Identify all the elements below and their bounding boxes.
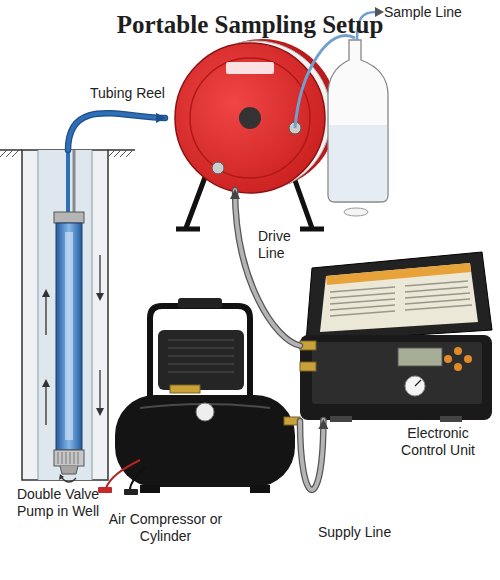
hose-connector — [68, 113, 165, 150]
battery-cable — [106, 460, 140, 488]
case-latch — [330, 416, 352, 422]
reel-foot — [176, 227, 324, 232]
tank-gauge — [196, 403, 214, 421]
device-area: Double Valve Pump in Well — [0, 150, 125, 480]
hose-outline — [235, 190, 300, 346]
hose-outline — [300, 420, 323, 490]
drive-tubing — [73, 150, 76, 214]
hose-connector — [300, 420, 323, 490]
compressor-frame — [150, 306, 250, 405]
reel-badge — [226, 62, 274, 74]
battery-clamp — [124, 489, 138, 495]
sample-tubing — [66, 150, 70, 214]
control-case — [300, 335, 492, 420]
reel-front-flange — [175, 43, 325, 193]
sample-bottle — [328, 40, 388, 202]
control-face — [312, 342, 482, 404]
device-label: Double Valve Pump in Well — [8, 486, 108, 520]
motor-fins — [168, 340, 234, 372]
drive-port — [212, 162, 224, 174]
hose-label: Supply Line — [318, 524, 418, 541]
flow-arrow-head — [96, 408, 104, 416]
pressure-gauge — [405, 376, 425, 396]
well-casing — [38, 150, 92, 480]
tank-foot — [250, 485, 270, 493]
flow-arrow — [99, 370, 100, 410]
screen-slots — [58, 452, 78, 464]
pump-top-fitting — [54, 212, 84, 223]
compressor-tank — [115, 395, 295, 487]
control-button — [454, 363, 462, 371]
gauge-needle — [415, 380, 421, 386]
casing-wall — [38, 150, 39, 480]
reel-hub — [239, 107, 261, 129]
hose-connector — [235, 190, 300, 346]
control-lid — [306, 252, 492, 342]
battery-clamp — [98, 487, 112, 493]
bottle-liquid — [329, 125, 387, 201]
pump-screen — [54, 450, 84, 466]
device-label: Air Compressor or Cylinder — [108, 511, 223, 545]
device-label: Electronic Control Unit — [388, 425, 488, 459]
inlet-arrow — [62, 478, 76, 482]
bottle-cap — [344, 208, 368, 216]
brass-valve — [170, 385, 200, 393]
flow-arrow — [45, 295, 46, 335]
battery-cable — [130, 466, 146, 490]
device-area: Electronic Control Unit — [300, 265, 495, 420]
hose-outline — [68, 113, 165, 150]
control-button — [464, 355, 472, 363]
reel-ring — [190, 58, 310, 178]
inlet-arrow-head — [59, 474, 64, 480]
compressor-handle — [178, 298, 222, 308]
lid-header-band — [326, 263, 471, 285]
instruction-lines — [330, 281, 472, 316]
flow-arrow-head — [42, 379, 50, 387]
compressor-motor — [158, 330, 244, 390]
pump-body — [56, 223, 82, 450]
pump-inner-tube — [65, 232, 73, 440]
flow-arrow — [99, 255, 100, 295]
case-latch — [440, 416, 462, 422]
control-display — [398, 348, 442, 366]
tank-foot — [140, 485, 160, 493]
brass-fitting — [300, 362, 316, 371]
device-area: Air Compressor or Cylinder — [110, 295, 300, 505]
device-label: Tubing Reel — [90, 85, 180, 102]
flow-arrow — [45, 385, 46, 425]
flow-arrow-head — [42, 289, 50, 297]
hose-label: Drive Line — [258, 228, 303, 262]
flow-arrow-head — [96, 293, 104, 301]
control-button — [454, 347, 462, 355]
device-area: Tubing Reel — [165, 30, 340, 190]
line-label: Sample Line — [384, 4, 484, 21]
casing-wall — [92, 150, 93, 480]
lid-instructions — [320, 263, 478, 332]
pump-end-cap — [60, 466, 78, 474]
well-bore — [22, 150, 108, 480]
control-button — [444, 355, 452, 363]
